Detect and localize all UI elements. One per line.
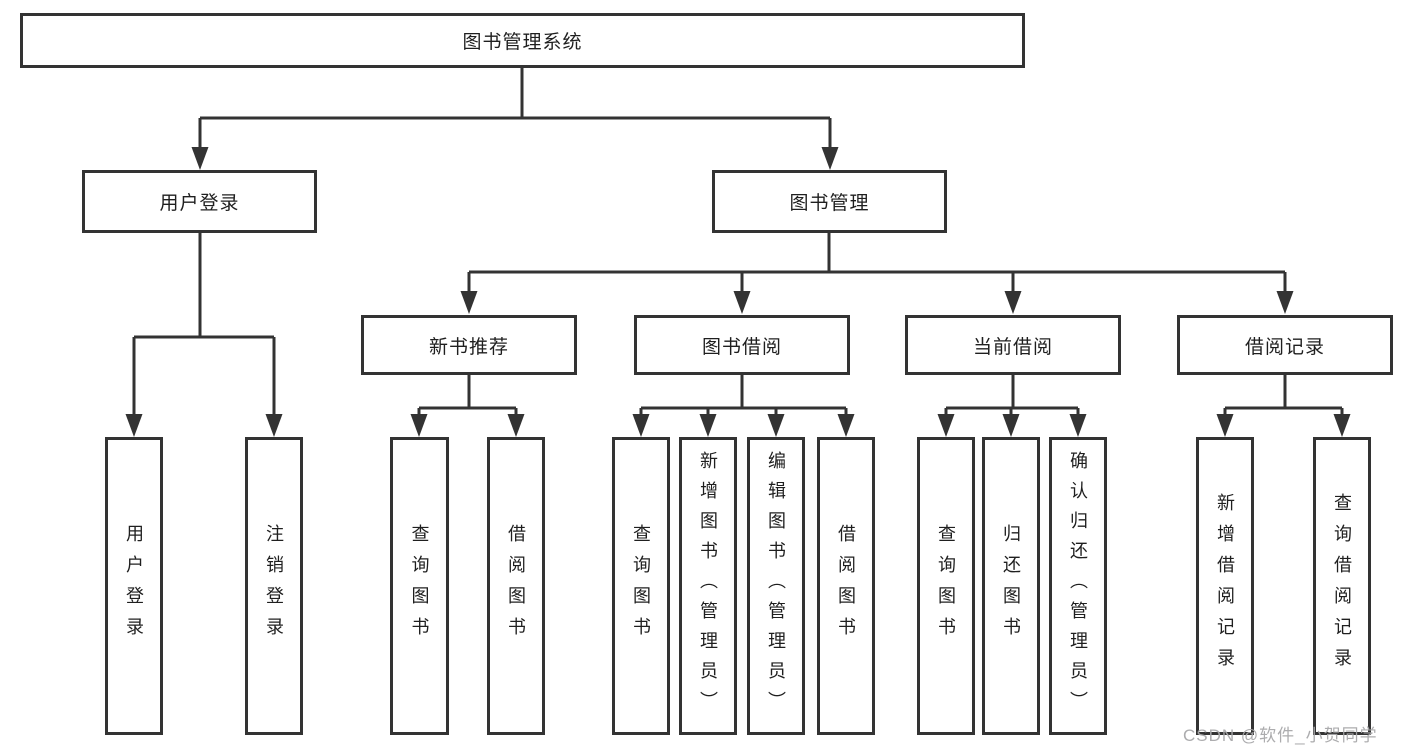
leaf-user-login: 用户登录: [105, 437, 163, 735]
connector-book-borrow: [639, 375, 848, 415]
connector-current-borrow: [944, 375, 1080, 415]
connector-user-login: [132, 233, 276, 415]
node-label: 图书借阅: [701, 336, 782, 358]
leaf-label: 新增借阅记录: [1215, 493, 1235, 679]
leaf-label: 编辑图书（管理员）: [766, 451, 786, 721]
leaf-label: 查询图书: [936, 524, 956, 648]
node-label: 用户登录: [159, 193, 240, 214]
leaf-query-books-3: 查询图书: [917, 437, 975, 735]
node-label: 图书管理系统: [462, 32, 583, 53]
node-label: 借阅记录: [1244, 336, 1325, 358]
node-book-borrow: 图书借阅: [634, 315, 850, 375]
leaf-label: 用户登录: [124, 524, 144, 648]
node-book-management: 图书管理: [712, 170, 947, 233]
leaf-edit-books-admin: 编辑图书（管理员）: [747, 437, 805, 735]
node-current-borrow: 当前借阅: [905, 315, 1121, 375]
csdn-watermark: CSDN @软件_小贺同学: [1183, 726, 1378, 745]
leaf-label: 查询图书: [409, 524, 430, 648]
node-library-management-system: 图书管理系统: [20, 13, 1025, 68]
leaf-label: 新增图书（管理员）: [698, 451, 718, 721]
connector-root-trunk: [198, 68, 832, 148]
node-label: 新书推荐: [428, 336, 509, 358]
leaf-label: 借阅图书: [836, 524, 856, 648]
leaf-logout: 注销登录: [245, 437, 303, 735]
leaf-query-borrow-record: 查询借阅记录: [1313, 437, 1371, 735]
leaf-query-books-2: 查询图书: [612, 437, 670, 735]
leaf-label: 借阅图书: [506, 524, 526, 648]
leaf-add-borrow-record: 新增借阅记录: [1196, 437, 1254, 735]
leaf-label: 查询借阅记录: [1332, 493, 1352, 679]
leaf-label: 归还图书: [1001, 524, 1021, 648]
connector-book-management: [467, 233, 1287, 292]
leaf-label: 注销登录: [264, 524, 284, 648]
leaf-label: 查询图书: [631, 524, 651, 648]
node-label: 当前借阅: [972, 336, 1053, 358]
connector-borrow-records: [1223, 375, 1344, 415]
leaf-add-books-admin: 新增图书（管理员）: [679, 437, 737, 735]
leaf-borrow-books-2: 借阅图书: [817, 437, 875, 735]
node-new-book-recommend: 新书推荐: [361, 315, 577, 375]
leaf-borrow-books-1: 借阅图书: [487, 437, 545, 735]
leaf-query-books-1: 查询图书: [390, 437, 449, 735]
leaf-return-books: 归还图书: [982, 437, 1040, 735]
node-borrow-records: 借阅记录: [1177, 315, 1393, 375]
node-label: 图书管理: [789, 193, 870, 214]
node-user-login: 用户登录: [82, 170, 317, 233]
leaf-label: 确认归还（管理员）: [1068, 451, 1088, 721]
arrowheads: [125, 147, 1351, 437]
connector-new-books: [417, 375, 518, 415]
leaf-confirm-return-admin: 确认归还（管理员）: [1049, 437, 1107, 735]
